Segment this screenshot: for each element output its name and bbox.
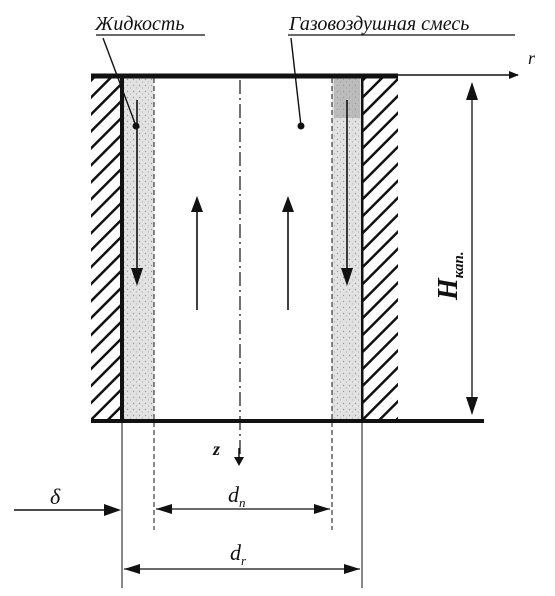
gas-leader-line (290, 37, 302, 127)
dp-arrow-left (156, 504, 172, 514)
dr-arrow-left (124, 564, 140, 574)
left-liquid-film (124, 77, 154, 420)
gas-up-arrow-right (282, 196, 294, 310)
right-film-down-arrow (341, 100, 353, 286)
dr-arrow-right (344, 564, 360, 574)
gas-up-arrow-left (191, 196, 203, 310)
dr-label: dr (230, 540, 247, 568)
left-wall-hatched (91, 75, 122, 422)
height-arrow-top (466, 82, 478, 100)
delta-label: δ (50, 484, 61, 509)
r-axis-label: r (528, 48, 536, 68)
right-wall-hatched (362, 75, 398, 422)
z-label: z (212, 439, 220, 459)
gas-leader-dot (297, 122, 305, 130)
liquid-label: Жидкость (94, 13, 184, 35)
dp-label: dп (228, 482, 246, 510)
svg-text:Hкап.: Hкап. (433, 251, 467, 301)
gas-mixture-label: Газовоздушная смесь (288, 13, 469, 35)
dp-arrow-right (314, 504, 330, 514)
liquid-leader-dot (132, 122, 140, 130)
z-down-arrow (234, 448, 244, 466)
height-arrow-bottom (466, 397, 478, 415)
liquid-leader-line (102, 37, 137, 127)
delta-arrow-head (104, 504, 121, 516)
height-label: Hкап. (433, 251, 467, 301)
